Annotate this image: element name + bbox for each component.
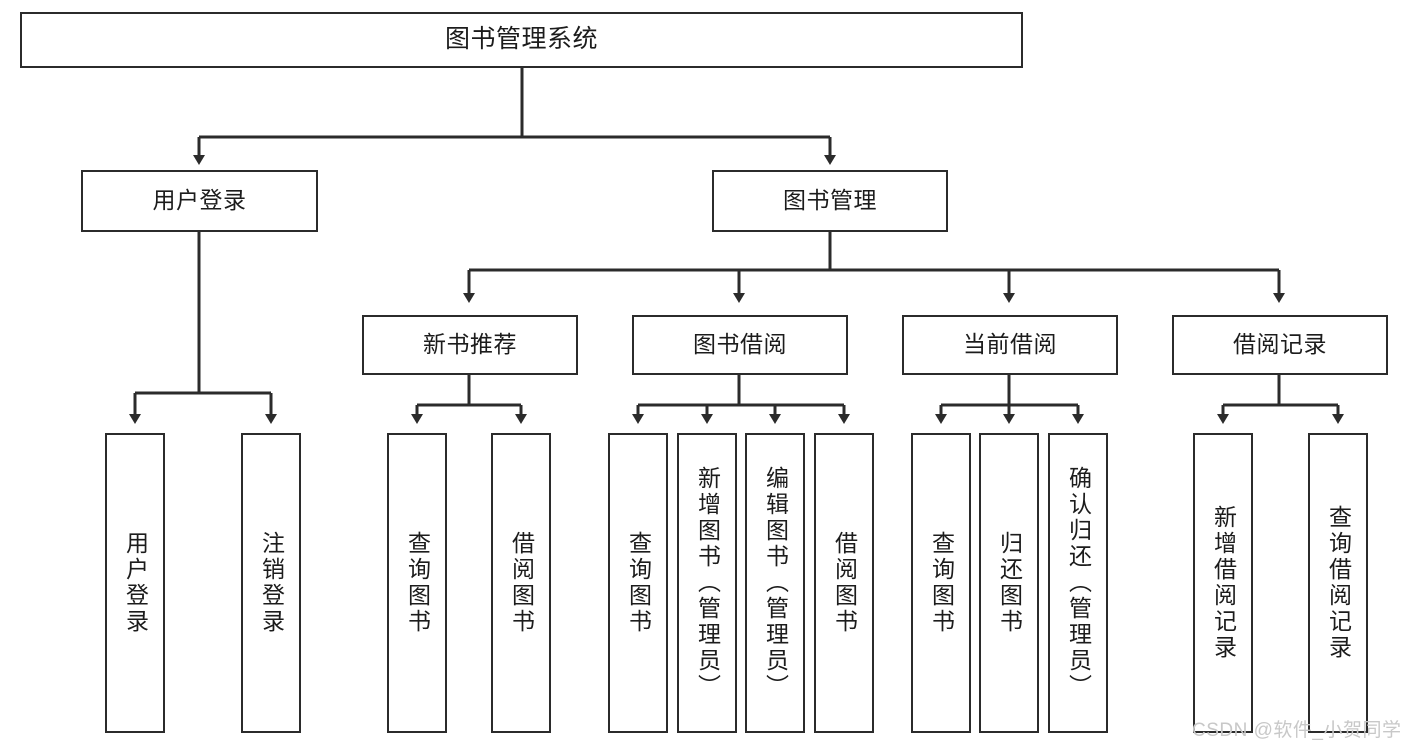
node-user-login[interactable]: 用户登录 (81, 170, 318, 232)
leaf-borrow-record-query-label: 查询借阅记录 (1325, 505, 1352, 661)
leaf-user-login-logout-label: 注销登录 (258, 531, 285, 635)
leaf-book-borrow-query-label: 查询图书 (625, 531, 652, 635)
leaf-new-book-query-label: 查询图书 (404, 531, 431, 635)
node-new-book-recommend-label: 新书推荐 (423, 331, 517, 358)
leaf-current-borrow-query-label: 查询图书 (928, 531, 955, 635)
leaf-borrow-record-add-label: 新增借阅记录 (1210, 505, 1237, 661)
node-borrow-record[interactable]: 借阅记录 (1172, 315, 1388, 375)
leaf-current-borrow-return-label: 归还图书 (996, 531, 1023, 635)
leaf-book-borrow-edit-label: 编辑图书（管理员） (762, 466, 789, 700)
leaf-borrow-record-add[interactable]: 新增借阅记录 (1193, 433, 1253, 733)
leaf-new-book-query[interactable]: 查询图书 (387, 433, 447, 733)
csdn-watermark: CSDN @软件_小贺同学 (1192, 720, 1402, 741)
node-root[interactable]: 图书管理系统 (20, 12, 1023, 68)
node-book-borrow[interactable]: 图书借阅 (632, 315, 848, 375)
node-book-borrow-label: 图书借阅 (693, 331, 787, 358)
node-current-borrow-label: 当前借阅 (963, 331, 1057, 358)
node-current-borrow[interactable]: 当前借阅 (902, 315, 1118, 375)
leaf-book-borrow-borrow-label: 借阅图书 (831, 531, 858, 635)
leaf-current-borrow-query[interactable]: 查询图书 (911, 433, 971, 733)
node-user-login-label: 用户登录 (152, 187, 247, 214)
leaf-borrow-record-query[interactable]: 查询借阅记录 (1308, 433, 1368, 733)
leaf-book-borrow-add-label: 新增图书（管理员） (694, 466, 721, 700)
leaf-book-borrow-query[interactable]: 查询图书 (608, 433, 668, 733)
leaf-book-borrow-add[interactable]: 新增图书（管理员） (677, 433, 737, 733)
node-borrow-record-label: 借阅记录 (1233, 331, 1327, 358)
leaf-current-borrow-return[interactable]: 归还图书 (979, 433, 1039, 733)
node-book-management[interactable]: 图书管理 (712, 170, 948, 232)
leaf-new-book-borrow-label: 借阅图书 (508, 531, 535, 635)
leaf-new-book-borrow[interactable]: 借阅图书 (491, 433, 551, 733)
leaf-book-borrow-borrow[interactable]: 借阅图书 (814, 433, 874, 733)
leaf-user-login-login[interactable]: 用户登录 (105, 433, 165, 733)
leaf-current-borrow-confirm-return[interactable]: 确认归还（管理员） (1048, 433, 1108, 733)
node-root-label: 图书管理系统 (444, 25, 598, 54)
node-new-book-recommend[interactable]: 新书推荐 (362, 315, 578, 375)
leaf-user-login-logout[interactable]: 注销登录 (241, 433, 301, 733)
leaf-current-borrow-confirm-return-label: 确认归还（管理员） (1065, 466, 1092, 700)
node-book-management-label: 图书管理 (783, 187, 877, 214)
leaf-book-borrow-edit[interactable]: 编辑图书（管理员） (745, 433, 805, 733)
leaf-user-login-login-label: 用户登录 (122, 531, 149, 635)
